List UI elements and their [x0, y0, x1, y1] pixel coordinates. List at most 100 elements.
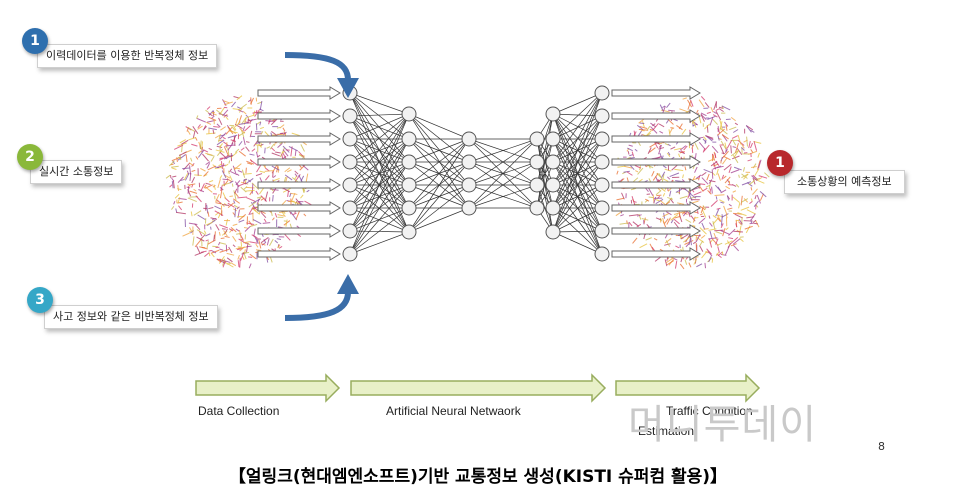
road-segment: [220, 127, 225, 131]
road-segment: [755, 195, 756, 199]
road-segment: [277, 127, 280, 128]
road-segment: [260, 171, 265, 172]
road-segment: [670, 191, 671, 197]
road-segment: [219, 232, 220, 236]
road-segment: [172, 181, 173, 188]
road-segment: [693, 242, 696, 244]
road-segment: [707, 112, 711, 113]
road-segment: [229, 247, 232, 253]
road-segment: [174, 201, 175, 204]
road-segment: [633, 222, 639, 227]
network-node: [343, 155, 357, 169]
road-segment: [759, 176, 767, 179]
road-segment: [739, 238, 743, 241]
road-segment: [722, 175, 724, 180]
road-segment: [705, 102, 709, 107]
road-segment: [733, 147, 736, 148]
watermark: 머니투데이: [628, 392, 817, 450]
road-segment: [731, 150, 739, 156]
road-segment: [632, 152, 634, 157]
road-segment: [304, 214, 306, 216]
road-segment: [194, 189, 197, 191]
road-segment: [203, 150, 208, 152]
road-segment: [301, 144, 305, 151]
road-segment: [256, 244, 258, 247]
network-node: [530, 201, 544, 215]
input-arrows: [258, 87, 340, 260]
road-segment: [707, 174, 709, 180]
road-segment: [734, 167, 742, 170]
network-node: [402, 225, 416, 239]
road-segment: [247, 246, 252, 247]
road-segment: [269, 239, 273, 246]
network-node: [530, 178, 544, 192]
road-segment: [188, 186, 189, 194]
road-segment: [716, 109, 719, 111]
road-segment: [288, 191, 289, 197]
road-segment: [727, 208, 732, 209]
road-segment: [712, 187, 713, 194]
road-segment: [166, 175, 170, 178]
network-node: [595, 109, 609, 123]
road-segment: [667, 218, 671, 225]
road-segment: [674, 119, 678, 120]
road-segment: [711, 107, 713, 112]
road-segment: [733, 197, 740, 203]
road-segment: [191, 212, 192, 217]
road-segment: [292, 133, 300, 135]
road-segment: [208, 212, 209, 217]
road-segment: [732, 136, 738, 139]
road-segment: [228, 143, 233, 150]
road-segment: [190, 191, 197, 193]
road-segment: [751, 199, 752, 202]
road-segment: [218, 242, 219, 245]
road-segment: [739, 226, 741, 235]
road-segment: [265, 148, 266, 154]
road-segment: [736, 184, 739, 187]
road-segment: [235, 189, 237, 193]
road-segment: [667, 177, 670, 179]
road-segment: [206, 183, 211, 184]
road-segment: [735, 123, 738, 125]
road-segment: [272, 153, 280, 156]
road-segment: [671, 199, 674, 203]
network-node: [402, 107, 416, 121]
road-segment: [704, 169, 712, 172]
road-segment: [722, 214, 728, 218]
road-segment: [296, 211, 300, 220]
road-segment: [284, 234, 290, 241]
road-segment: [246, 190, 255, 191]
road-segment: [289, 146, 298, 150]
road-segment: [267, 238, 269, 245]
road-segment: [209, 181, 213, 182]
stage-label-data-collection: Data Collection: [198, 404, 279, 418]
network-node: [343, 247, 357, 261]
road-segment: [254, 229, 256, 237]
road-segment: [246, 187, 255, 188]
road-segment: [286, 219, 287, 226]
road-segment: [738, 140, 744, 145]
road-segment: [226, 117, 228, 120]
road-segment: [629, 145, 633, 146]
network-node: [462, 178, 476, 192]
road-segment: [246, 142, 249, 143]
road-segment: [238, 260, 239, 267]
road-segment: [650, 129, 653, 130]
road-segment: [252, 184, 253, 194]
road-segment: [709, 216, 710, 219]
road-segment: [670, 173, 679, 177]
road-segment: [654, 238, 657, 240]
road-segment: [236, 118, 238, 124]
road-segment: [685, 166, 686, 170]
road-segment: [659, 131, 663, 133]
road-segment: [200, 168, 205, 171]
road-segment: [203, 171, 208, 176]
road-segment: [198, 215, 206, 220]
road-segment: [716, 196, 717, 199]
road-segment: [208, 128, 216, 130]
road-segment: [243, 111, 246, 114]
road-segment: [732, 185, 736, 187]
road-segment: [189, 223, 197, 224]
road-segment: [620, 215, 623, 216]
road-segment: [656, 190, 661, 194]
